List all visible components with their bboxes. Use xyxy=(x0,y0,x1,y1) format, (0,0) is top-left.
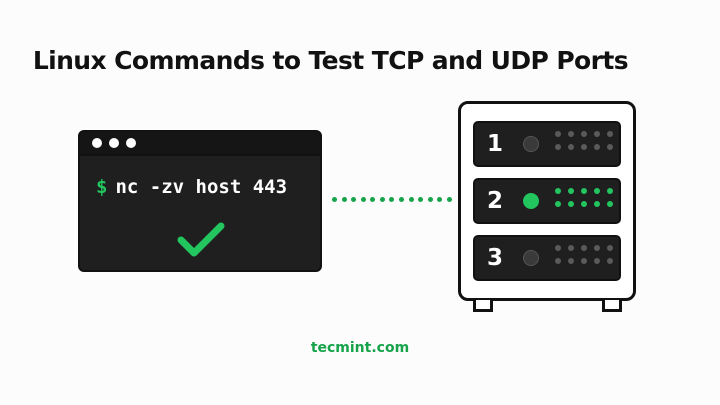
server-unit: 3 xyxy=(473,235,621,281)
window-dot-icon xyxy=(109,138,119,148)
vent-dots-icon xyxy=(555,131,613,150)
vent-dots-icon xyxy=(555,245,613,264)
status-led-icon xyxy=(523,250,539,266)
dotted-connector xyxy=(332,196,452,202)
checkmark-icon xyxy=(177,222,225,257)
server-foot xyxy=(602,300,622,312)
window-dot-icon xyxy=(92,138,102,148)
terminal-title-bar xyxy=(80,132,320,156)
terminal-prompt: $ xyxy=(96,176,108,198)
server-foot xyxy=(473,300,493,312)
server-rack-icon: 1 2 3 xyxy=(458,101,636,301)
server-unit-number: 1 xyxy=(487,131,504,157)
terminal-window: $ nc -zv host 443 xyxy=(78,130,322,272)
vent-dots-icon xyxy=(555,188,613,207)
server-unit-active: 2 xyxy=(473,178,621,224)
server-unit-number: 3 xyxy=(487,245,504,271)
terminal-command-line: $ nc -zv host 443 xyxy=(96,176,287,198)
terminal-command: nc -zv host 443 xyxy=(115,176,288,198)
status-led-icon xyxy=(523,136,539,152)
page-title: Linux Commands to Test TCP and UDP Ports xyxy=(32,46,629,75)
brand-footer: tecmint.com xyxy=(310,340,410,356)
server-unit-number: 2 xyxy=(487,188,504,214)
server-unit: 1 xyxy=(473,121,621,167)
window-dot-icon xyxy=(126,138,136,148)
status-led-icon xyxy=(523,193,539,209)
